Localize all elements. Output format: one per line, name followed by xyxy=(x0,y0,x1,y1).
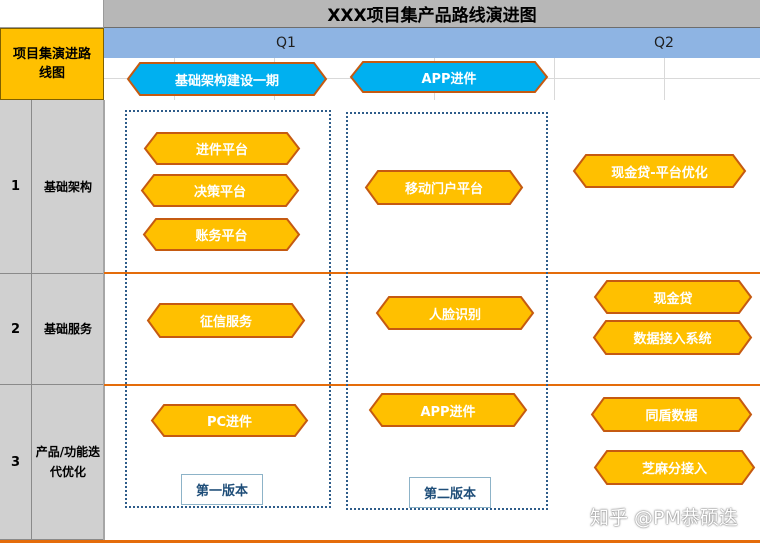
pill-item: 决策平台 xyxy=(140,173,300,208)
hexagon-shape xyxy=(349,61,549,93)
pill-label: 数据接入系统 xyxy=(633,332,712,347)
bottom-border xyxy=(0,540,760,543)
row-name-services: 基础服务 xyxy=(32,274,104,385)
hexagon-shape xyxy=(140,174,300,207)
pill-label: 移动门户平台 xyxy=(404,182,483,197)
pill-item: 人脸识别 xyxy=(375,295,535,331)
hexagon-shape xyxy=(142,218,301,251)
hexagon-shape xyxy=(593,450,756,485)
hexagon-shape xyxy=(364,170,524,205)
header-pill-app: APP进件 xyxy=(349,60,549,94)
row-number: 3 xyxy=(0,385,32,540)
pill-label: 同盾数据 xyxy=(645,409,698,424)
pill-item: 数据接入系统 xyxy=(592,319,753,356)
pill-label: 征信服务 xyxy=(199,315,252,330)
pill-label: 决策平台 xyxy=(193,185,246,200)
row-name-infra: 基础架构 xyxy=(32,100,104,274)
hexagon-shape xyxy=(143,132,301,165)
version-1-box xyxy=(125,110,331,508)
hexagon-shape xyxy=(592,320,753,355)
hexagon-shape xyxy=(590,397,753,432)
quarter-q1: Q1 xyxy=(276,35,296,51)
corner-cell xyxy=(0,0,104,28)
row-number: 1 xyxy=(0,100,32,274)
version-1-label: 第一版本 xyxy=(181,474,263,505)
pill-label: 现金贷 xyxy=(653,291,693,307)
pill-item: 移动门户平台 xyxy=(364,169,524,206)
pill-label: PC进件 xyxy=(206,415,253,430)
row-name-product: 产品/功能迭代优化 xyxy=(32,385,104,540)
row-number: 2 xyxy=(0,274,32,385)
left-border xyxy=(103,100,105,540)
header-pill-label: APP进件 xyxy=(421,71,477,87)
pill-item: 账务平台 xyxy=(142,217,301,252)
hexagon-shape xyxy=(593,280,753,314)
pill-item: 征信服务 xyxy=(146,302,306,339)
pill-item: 进件平台 xyxy=(143,131,301,166)
pill-label: APP进件 xyxy=(420,404,476,420)
version-2-box xyxy=(346,112,548,510)
watermark: 知乎 @PM恭硕迭 xyxy=(590,507,738,529)
header-pill-label: 基础架构建设一期 xyxy=(174,73,279,89)
hexagon-shape xyxy=(146,303,306,338)
pill-label: 芝麻分接入 xyxy=(641,462,707,477)
hexagon-shape xyxy=(572,154,747,188)
roadmap-label: 项目集演进路线图 xyxy=(0,28,104,100)
pill-item: 现金贷-平台优化 xyxy=(572,153,747,189)
pill-label: 账务平台 xyxy=(195,229,248,244)
pill-item: 芝麻分接入 xyxy=(593,449,756,486)
hexagon-shape xyxy=(375,296,535,330)
hexagon-shape xyxy=(150,404,309,437)
gridline xyxy=(664,58,665,100)
quarter-q2: Q2 xyxy=(654,35,674,51)
hexagon-shape xyxy=(368,393,528,427)
pill-item: APP进件 xyxy=(368,392,528,428)
pill-label: 现金贷-平台优化 xyxy=(611,165,708,181)
hexagon-shape xyxy=(126,62,328,96)
page-title: XXX项目集产品路线演进图 xyxy=(104,0,760,28)
pill-label: 人脸识别 xyxy=(428,307,481,323)
version-2-label: 第二版本 xyxy=(409,477,491,508)
pill-label: 进件平台 xyxy=(195,143,248,158)
header-pill-infra: 基础架构建设一期 xyxy=(126,61,328,97)
quarter-bar: Q1 Q2 xyxy=(104,28,760,58)
row-separator xyxy=(104,272,760,274)
pill-item: 同盾数据 xyxy=(590,396,753,433)
pill-item: 现金贷 xyxy=(593,279,753,315)
row-separator xyxy=(104,384,760,386)
pill-item: PC进件 xyxy=(150,403,309,438)
gridline xyxy=(554,58,555,100)
